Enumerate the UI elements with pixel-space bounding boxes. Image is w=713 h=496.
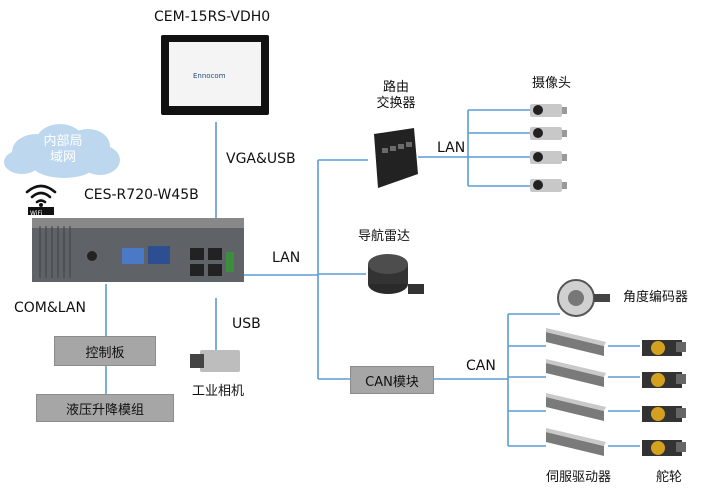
encoder-device [557,279,610,317]
computer-device [32,218,244,282]
steering-wheel-icon [642,440,686,456]
steering-wheel-icon [642,406,686,422]
router-label-line1: 路由 [382,80,409,95]
router-device [374,128,418,188]
can-module-box: CAN模块 [350,366,434,394]
monitor-device [161,35,269,115]
steering-wheel-icon [642,372,686,388]
lan-router-label: LAN [437,140,466,156]
vga-usb-label: VGA&USB [226,151,296,167]
encoder-label: 角度编码器 [623,290,689,305]
wifi-badge-text: WiFi [30,210,43,217]
industrial-camera-device [190,350,240,372]
radar-device [368,254,424,294]
cloud-label-line1: 内部局 [43,134,83,149]
camera-icon [530,151,567,164]
router-label-line2: 交换器 [376,96,416,111]
radar-label: 导航雷达 [358,229,411,244]
camera-icon [530,104,567,117]
servo-drive-icon [546,393,606,421]
servo-drive-icon [546,428,606,456]
cloud-label-line2: 域网 [49,150,76,165]
servo-drive-icon [546,328,606,356]
lan-main-label: LAN [272,250,301,266]
servo-label: 伺服驱动器 [546,470,612,485]
computer-label: CES-R720-W45B [84,187,199,203]
usb-label: USB [232,316,261,332]
camera-icon [530,127,567,140]
industrial-camera-label: 工业相机 [192,384,245,399]
camera-group-label: 摄像头 [532,76,572,91]
cloud-shape [4,124,120,178]
camera-icon [530,179,567,192]
wifi-icon [25,184,57,215]
monitor-brand: Ennocom [193,72,226,80]
hydraulic-box: 液压升降模组 [36,394,174,422]
monitor-label: CEM-15RS-VDH0 [154,9,271,25]
can-label: CAN [466,358,496,374]
servo-drive-icon [546,359,606,387]
wheel-label: 舵轮 [656,470,683,485]
steering-wheel-icon [642,340,686,356]
com-lan-label: COM&LAN [14,300,86,316]
control-board-box: 控制板 [54,336,156,366]
